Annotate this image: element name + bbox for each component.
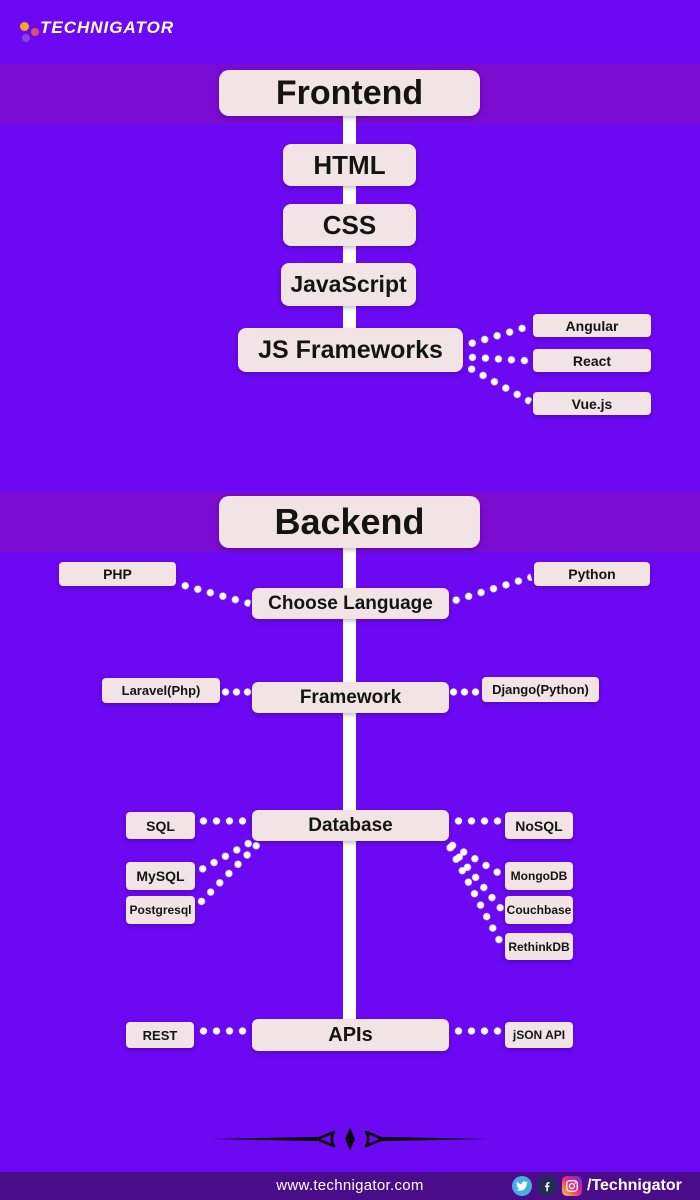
node-react: React <box>533 349 651 372</box>
connector-dots-vuejs <box>464 362 533 406</box>
connector-dots-rest <box>197 1027 249 1035</box>
node-vuejs: Vue.js <box>533 392 651 415</box>
connector-dots-react <box>465 353 533 366</box>
connector-dots-json-api <box>452 1027 504 1035</box>
connector-dots-python <box>448 573 533 606</box>
connector-dots-django <box>448 688 481 696</box>
node-js-frameworks: JS Frameworks <box>238 328 463 372</box>
backend-title: Backend <box>219 496 480 548</box>
logo-dot-pink-icon <box>31 28 39 36</box>
node-database: Database <box>252 810 449 841</box>
logo-dot-purple-icon <box>22 34 30 42</box>
node-javascript: JavaScript <box>281 263 416 306</box>
website-url[interactable]: www.technigator.com <box>276 1177 424 1194</box>
ornamental-divider <box>213 1127 487 1151</box>
node-postgresql: Postgresql <box>126 896 195 924</box>
footer-bar <box>0 1172 700 1200</box>
connector-dots-php <box>177 580 252 608</box>
social-handle[interactable]: /Technigator <box>587 1177 682 1194</box>
header: TECHNIGATOR <box>0 0 700 64</box>
node-framework: Framework <box>252 682 449 713</box>
backend-connector-line <box>343 542 356 1034</box>
node-django: Django(Python) <box>482 677 599 702</box>
brand-name: TECHNIGATOR <box>40 18 175 37</box>
node-html: HTML <box>283 144 416 186</box>
connector-dots-angular <box>464 322 532 349</box>
node-choose-language: Choose Language <box>252 588 449 619</box>
connector-dots-laravel <box>220 688 253 696</box>
node-laravel: Laravel(Php) <box>102 678 220 703</box>
node-sql: SQL <box>126 812 195 839</box>
node-couchbase: Couchbase <box>505 896 573 924</box>
instagram-icon[interactable] <box>562 1176 582 1196</box>
facebook-icon[interactable] <box>537 1176 557 1196</box>
node-mysql: MySQL <box>126 862 195 890</box>
node-nosql: NoSQL <box>505 812 573 839</box>
node-mongodb: MongoDB <box>505 862 573 890</box>
node-python: Python <box>534 562 650 586</box>
twitter-icon[interactable] <box>512 1176 532 1196</box>
node-apis: APIs <box>252 1019 449 1051</box>
node-json-api: jSON API <box>505 1022 573 1048</box>
node-angular: Angular <box>533 314 651 337</box>
connector-dots-nosql <box>452 817 504 825</box>
frontend-title: Frontend <box>219 70 480 116</box>
node-css: CSS <box>283 204 416 246</box>
node-php: PHP <box>59 562 176 586</box>
node-rethinkdb: RethinkDB <box>505 933 573 960</box>
logo-dot-yellow-icon <box>20 22 29 31</box>
connector-dots-sql <box>197 817 249 825</box>
node-rest: REST <box>126 1022 194 1048</box>
